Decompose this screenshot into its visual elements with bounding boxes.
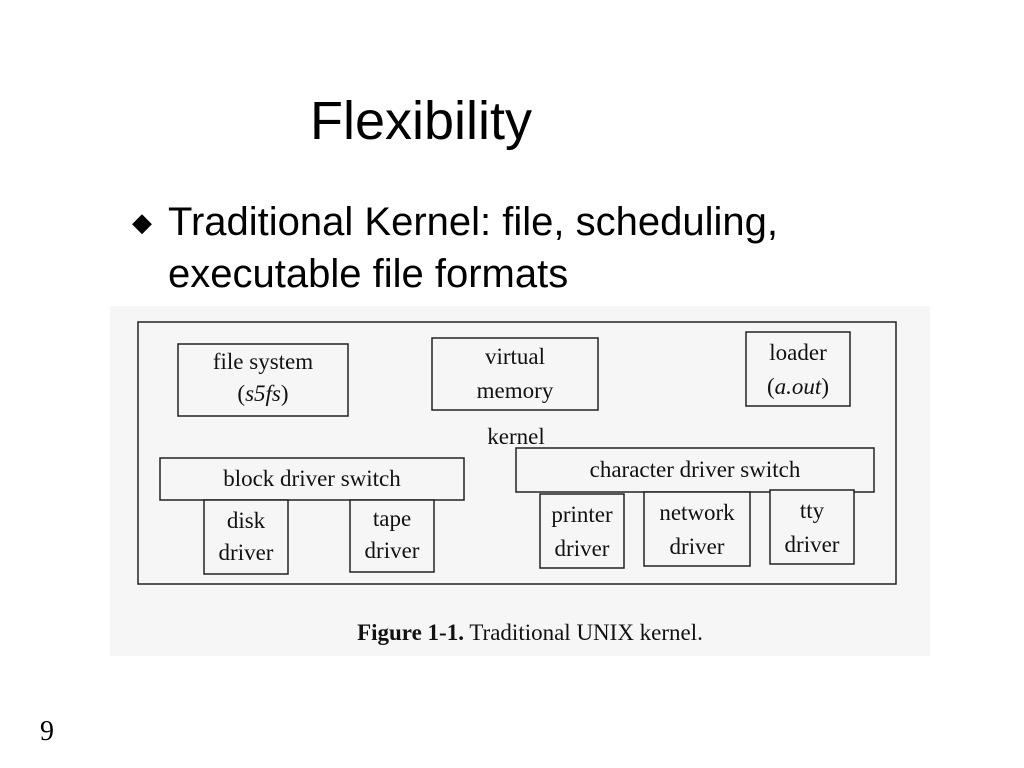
virtual-memory-box bbox=[431, 337, 599, 411]
file-system-box bbox=[177, 343, 349, 417]
slide-title: Flexibility bbox=[309, 91, 533, 151]
kernel-figure: file system (s5fs) virtual memory loader… bbox=[110, 306, 930, 656]
printer-driver-line2: driver bbox=[555, 536, 610, 561]
loader-line2: (a.out) bbox=[767, 374, 829, 399]
bullet-line-1: Traditional Kernel: file, scheduling, bbox=[168, 200, 778, 244]
network-driver-line1: network bbox=[659, 500, 735, 525]
tape-driver-box bbox=[349, 499, 435, 573]
loader-line1: loader bbox=[769, 340, 827, 365]
tty-driver-line1: tty bbox=[800, 498, 825, 523]
diamond-bullet-icon: ◆ bbox=[132, 207, 152, 237]
block-driver-switch-box bbox=[159, 457, 465, 501]
tape-driver-line2: driver bbox=[365, 538, 420, 563]
file-system-line1: file system bbox=[213, 349, 313, 374]
network-driver-box bbox=[643, 491, 751, 567]
bullet-text: Traditional Kernel: file, scheduling, ex… bbox=[168, 196, 778, 300]
tty-driver-line2: driver bbox=[785, 532, 840, 557]
kernel-label: kernel bbox=[487, 424, 544, 449]
file-system-line2: (s5fs) bbox=[237, 381, 288, 406]
printer-driver-line1: printer bbox=[551, 502, 613, 527]
bullet-line-2: executable file formats bbox=[168, 252, 569, 296]
virtual-memory-line1: virtual bbox=[485, 344, 545, 369]
printer-driver-box bbox=[539, 493, 625, 569]
character-driver-switch-label: character driver switch bbox=[590, 457, 801, 482]
kernel-outer-box bbox=[137, 321, 897, 585]
kernel-diagram: file system (s5fs) virtual memory loader… bbox=[137, 321, 897, 645]
block-driver-switch-label: block driver switch bbox=[223, 466, 401, 491]
page-number: 9 bbox=[40, 716, 54, 747]
disk-driver-line2: driver bbox=[219, 540, 274, 565]
network-driver-line2: driver bbox=[670, 534, 725, 559]
tape-driver-line1: tape bbox=[373, 506, 411, 531]
bullet-item: ◆ Traditional Kernel: file, scheduling, … bbox=[132, 196, 892, 300]
disk-driver-box bbox=[203, 499, 289, 575]
virtual-memory-line2: memory bbox=[477, 378, 554, 403]
tty-driver-box bbox=[769, 489, 855, 565]
figure-caption: Figure 1-1. Traditional UNIX kernel. bbox=[357, 620, 703, 645]
disk-driver-line1: disk bbox=[227, 508, 266, 533]
loader-box bbox=[745, 331, 851, 407]
